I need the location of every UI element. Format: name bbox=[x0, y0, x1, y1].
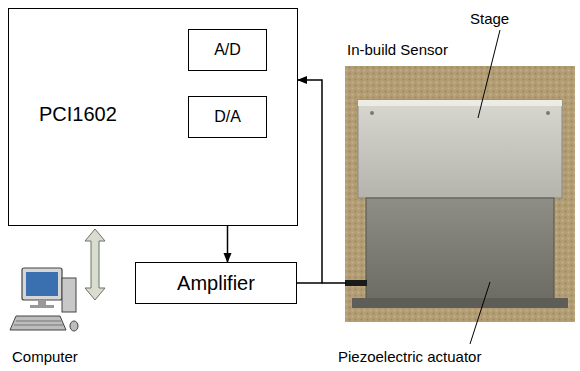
signal-arrow bbox=[297, 80, 322, 283]
leader-line bbox=[478, 30, 500, 118]
node-text: PCI1602 bbox=[39, 103, 117, 126]
actuator-body bbox=[366, 198, 554, 300]
node-text: A/D bbox=[214, 41, 241, 59]
actuator-base bbox=[352, 298, 568, 308]
device-label: Computer bbox=[10, 348, 80, 365]
computer-icon bbox=[10, 268, 78, 331]
stage-screw bbox=[370, 111, 374, 115]
part-label: In-build Sensor bbox=[345, 41, 450, 58]
part-label: Stage bbox=[468, 10, 511, 27]
stage-screw bbox=[546, 111, 550, 115]
wire bbox=[322, 282, 346, 284]
node-text: Amplifier bbox=[177, 272, 255, 295]
part-label: Piezoelectric actuator bbox=[336, 348, 483, 365]
node-text: D/A bbox=[214, 108, 241, 126]
stage-top-edge bbox=[358, 100, 562, 106]
photo-background bbox=[345, 66, 575, 322]
stage-body bbox=[358, 100, 562, 198]
amplifier-box: Amplifier bbox=[135, 262, 297, 304]
cable bbox=[345, 280, 367, 286]
bus-arrow bbox=[85, 229, 105, 300]
card-box: PCI1602 A/D D/A bbox=[8, 8, 298, 226]
converter-box: D/A bbox=[188, 96, 267, 138]
leader-line bbox=[470, 282, 490, 344]
converter-box: A/D bbox=[188, 29, 267, 71]
